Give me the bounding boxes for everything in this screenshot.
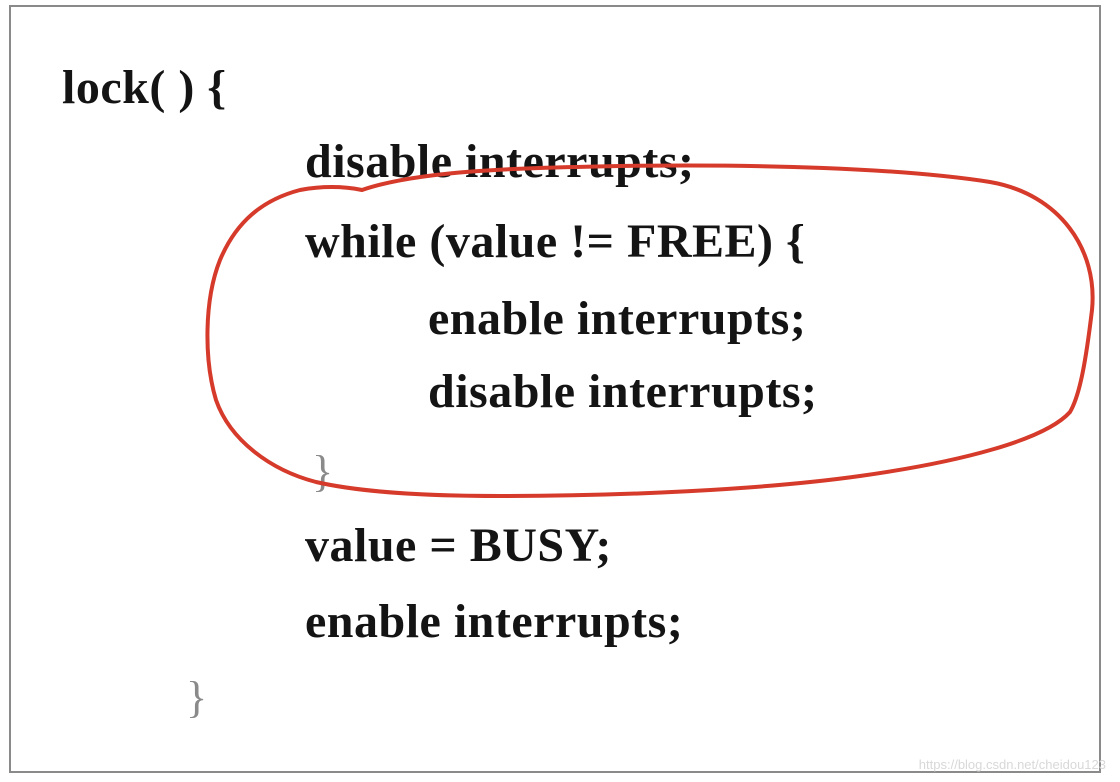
while-line: while (value != FREE) { (305, 215, 806, 268)
while-close-brace: } (312, 447, 334, 496)
disable-interrupts-inner-line: disable interrupts; (428, 365, 818, 418)
lock-signature: lock( ) { (62, 61, 227, 114)
value-busy-line: value = BUSY; (305, 519, 612, 572)
source-watermark: https://blog.csdn.net/cheidou123 (918, 757, 1106, 772)
enable-interrupts-final-line: enable interrupts; (305, 595, 684, 648)
lock-close-brace: } (186, 673, 208, 722)
disable-interrupts-line: disable interrupts; (305, 135, 695, 188)
enable-interrupts-inner-line: enable interrupts; (428, 292, 807, 345)
